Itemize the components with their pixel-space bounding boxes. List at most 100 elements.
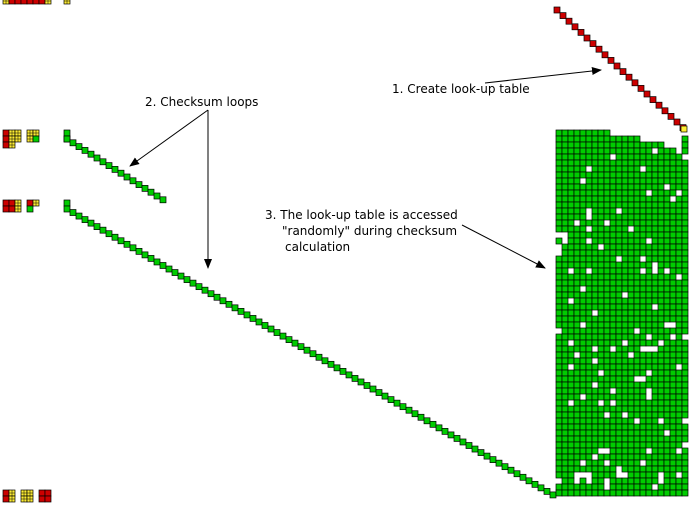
lut-read-cell — [609, 339, 617, 347]
lut-read-cell — [645, 315, 653, 323]
lut-read-cell — [591, 375, 599, 383]
lut-read-cell — [579, 267, 587, 275]
lut-read-cell — [573, 405, 581, 413]
loop-long-cell — [513, 470, 521, 478]
lut-read-cell — [645, 459, 653, 467]
lut-read-cell — [597, 423, 605, 431]
init-write-cell — [8, 0, 16, 5]
lut-read-cell — [669, 147, 677, 155]
lut-read-cell — [609, 303, 617, 311]
label-create-table: 1. Create look-up table — [392, 82, 530, 96]
lut-read-cell — [555, 171, 563, 179]
lut-read-cell — [567, 285, 575, 293]
lut-read-cell — [645, 381, 653, 389]
lut-read-cell — [645, 375, 653, 383]
lut-read-cell — [591, 489, 599, 497]
lut-read-cell — [555, 375, 563, 383]
lut-read-cell — [663, 315, 671, 323]
lut-read-cell — [657, 177, 665, 185]
lut-read-cell — [573, 201, 581, 209]
lut-read-cell — [579, 345, 587, 353]
lut-read-cell — [669, 339, 677, 347]
lut-read-cell — [579, 429, 587, 437]
lut-read-cell — [669, 183, 677, 191]
lut-read-cell — [573, 441, 581, 449]
lut-read-cell — [603, 405, 611, 413]
lut-write-cell — [631, 79, 639, 87]
lut-read-cell — [627, 153, 635, 161]
lut-write-cell — [607, 57, 615, 64]
lut-read-cell — [561, 159, 569, 167]
lut-read-cell — [597, 357, 605, 365]
lut-read-cell — [603, 153, 611, 161]
loop-long-cell — [327, 360, 335, 368]
lut-read-cell — [657, 357, 665, 365]
lut-read-cell — [675, 261, 683, 269]
lut-read-cell — [555, 297, 563, 305]
lut-read-cell — [651, 453, 659, 461]
lut-read-cell — [567, 357, 575, 365]
lut-read-cell — [651, 351, 659, 359]
lut-read-cell — [663, 147, 671, 155]
lut-read-cell — [609, 411, 617, 419]
lut-read-cell — [573, 327, 581, 335]
lut-read-cell — [567, 441, 575, 449]
lut-read-cell — [651, 213, 659, 221]
lut-read-cell — [573, 237, 581, 245]
loop-long-cell — [165, 265, 173, 273]
lut-read-cell — [579, 315, 587, 323]
lut-read-cell — [585, 129, 593, 137]
lut-read-cell — [645, 231, 653, 239]
lut-read-cell — [579, 441, 587, 449]
lut-read-cell — [663, 345, 671, 353]
lut-read-cell — [579, 399, 587, 407]
lut-read-cell — [573, 231, 581, 239]
loop-long-cell — [369, 385, 377, 393]
lut-read-cell — [573, 447, 581, 455]
loop-long-cell — [351, 375, 359, 382]
lut-read-cell — [681, 453, 689, 461]
lut-read-cell — [627, 309, 635, 317]
lut-read-cell — [567, 189, 575, 197]
lut-read-cell — [555, 357, 563, 365]
lut-read-cell — [579, 417, 587, 425]
lut-read-cell — [555, 207, 563, 215]
lut-read-cell — [657, 201, 665, 209]
lut-read-cell — [591, 447, 599, 455]
lut-read-cell — [561, 471, 569, 479]
lut-read-cell — [609, 177, 617, 185]
lut-read-cell — [621, 177, 629, 185]
lut-read-cell — [597, 411, 605, 419]
lut-read-cell — [645, 159, 653, 167]
lut-read-cell — [591, 459, 599, 467]
lut-read-cell — [681, 369, 689, 377]
lut-read-cell — [621, 201, 629, 209]
lut-read-cell — [573, 147, 581, 155]
lut-read-cell — [561, 393, 569, 401]
lut-read-cell — [675, 219, 683, 227]
lut-read-cell — [651, 201, 659, 209]
lut-read-cell — [615, 291, 623, 299]
lut-write-cell — [619, 68, 627, 75]
lut-read-cell — [645, 321, 653, 329]
lut-read-cell — [591, 315, 599, 323]
lut-read-cell — [633, 159, 641, 167]
lut-read-cell — [609, 333, 617, 341]
lut-read-cell — [651, 429, 659, 437]
lut-read-cell — [645, 267, 653, 275]
lut-read-cell — [561, 225, 569, 233]
lut-read-cell — [669, 423, 677, 431]
lut-read-cell — [573, 381, 581, 389]
cluster-c-write-cell — [2, 489, 10, 497]
loop-long-cell — [375, 389, 383, 396]
lut-read-cell — [561, 465, 569, 473]
lut-read-cell — [651, 339, 659, 347]
lut-read-cell — [591, 225, 599, 233]
lut-read-cell — [603, 267, 611, 275]
lut-read-cell — [603, 297, 611, 305]
lut-read-cell — [597, 279, 605, 287]
lut-read-cell — [555, 261, 563, 269]
lut-read-cell — [609, 465, 617, 473]
lut-read-cell — [639, 321, 647, 329]
lut-read-cell — [603, 213, 611, 221]
